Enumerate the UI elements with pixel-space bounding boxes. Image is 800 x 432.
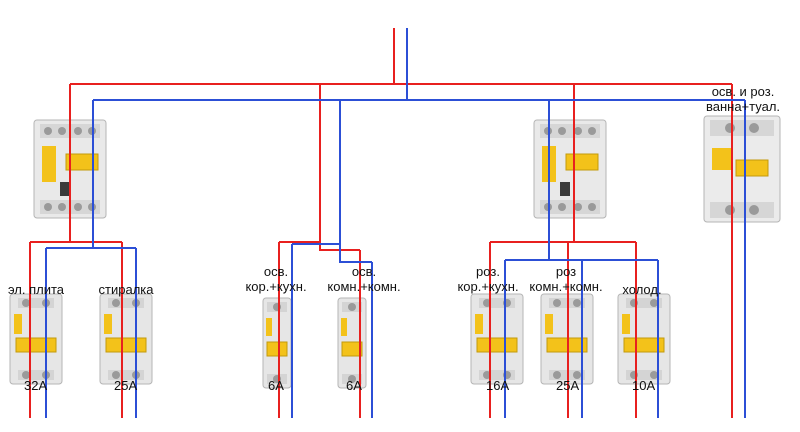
rating-light-hall-kitchen: 6A (268, 378, 284, 393)
label-rcbo-bathroom: осв. и роз.ванна+туал. (705, 84, 781, 114)
label-light-rooms: осв.комн.+комн. (327, 264, 401, 294)
label-light-hall-kitchen: осв.кор.+кухн. (245, 264, 307, 294)
label-sockets-hall-kitchen: роз.кор.+кухн. (457, 264, 519, 294)
rcd-right (533, 119, 607, 219)
rcbo-bathroom (703, 115, 781, 223)
breaker-washer (99, 293, 153, 385)
label-stove: эл. плита (7, 282, 65, 297)
breaker-stove (9, 293, 63, 385)
neutral-wires (45, 28, 746, 418)
phase-wires (29, 28, 733, 418)
breaker-fridge (617, 293, 671, 385)
breaker-light-rooms (337, 297, 367, 389)
rating-stove: 32A (24, 378, 48, 393)
breaker-light-hall-kitchen (262, 297, 292, 389)
rating-fridge: 10A (632, 378, 656, 393)
rating-washer: 25A (114, 378, 138, 393)
breaker-sockets-hall-kitchen (470, 293, 524, 385)
rating-sockets-rooms: 25A (556, 378, 580, 393)
rating-sockets-hall-kitchen: 16A (486, 378, 510, 393)
label-washer: стиралка (98, 282, 154, 297)
rating-light-rooms: 6A (346, 378, 362, 393)
label-fridge: холод. (622, 282, 662, 297)
